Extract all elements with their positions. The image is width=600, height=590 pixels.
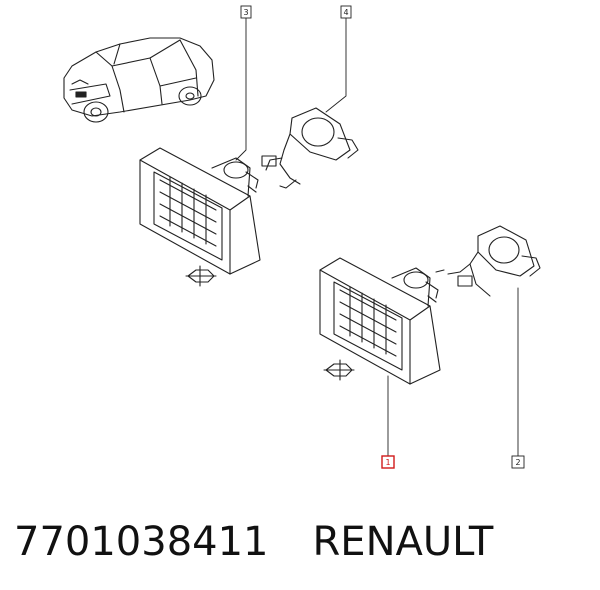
callout-3[interactable]: 3: [240, 5, 252, 19]
callout-2-label: 2: [515, 458, 520, 467]
fog-lamp-right-mount-bracket: [323, 359, 355, 381]
wiring-harness-left: [261, 107, 359, 189]
callout-3-label: 3: [243, 8, 248, 17]
callout-leader-lines: [235, 17, 519, 457]
fog-lamp-left: [139, 147, 261, 275]
callout-1-label: 1: [385, 458, 390, 467]
part-caption: 7701038411 RENAULT: [14, 512, 594, 572]
car-thumbnail-illustration: [63, 37, 215, 123]
wiring-harness-right: [435, 225, 541, 297]
callout-2[interactable]: 2: [511, 455, 525, 469]
exploded-parts-diagram: 3 4 1 2: [63, 5, 541, 469]
part-number: 7701038411: [14, 519, 269, 565]
brand-name: RENAULT: [312, 519, 494, 565]
fog-lamp-right: [319, 257, 441, 385]
callout-1[interactable]: 1: [381, 455, 395, 469]
callout-4[interactable]: 4: [340, 5, 352, 19]
callout-4-label: 4: [343, 8, 348, 17]
fog-lamp-left-mount-bracket: [185, 265, 217, 287]
